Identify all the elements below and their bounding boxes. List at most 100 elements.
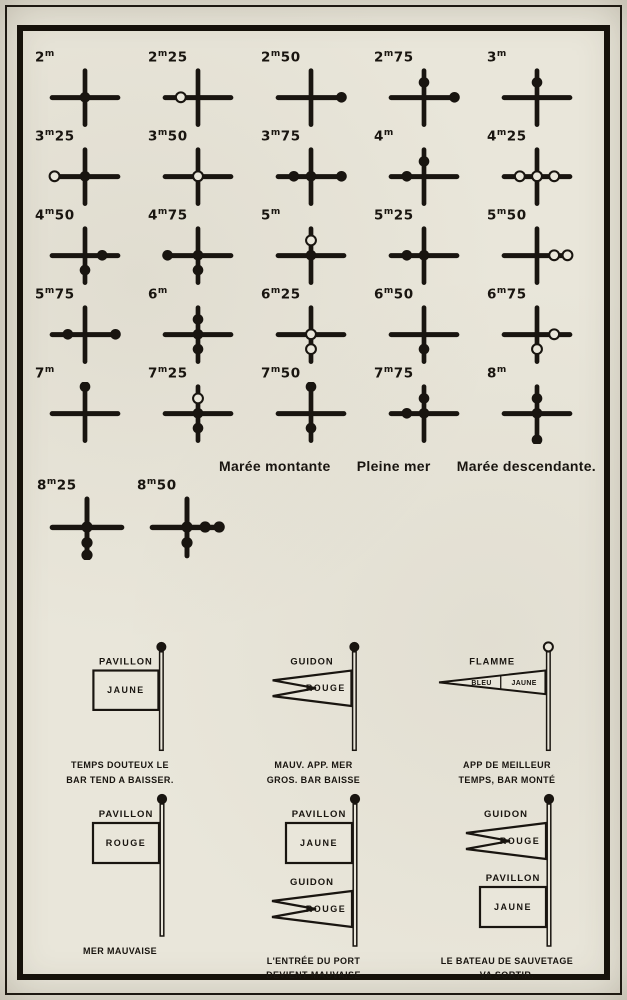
signal-kind-label: GUIDON [484,809,528,820]
tide-signal: 7m [33,365,129,444]
flag-color-label: ROUGE [500,836,541,846]
signal-caption: L'ENTRÉE DU PORT DEVIENT MAUVAISE [266,954,361,983]
tide-signal: 3m50 [146,128,242,207]
tide-height-label: 4m50 [35,207,75,224]
tide-signal-cross [388,146,460,206]
tide-height-label: 8m50 [137,477,177,494]
tide-height-label: 5m75 [35,286,75,303]
tide-height-label: 6m [148,286,168,303]
tide-signal-cross [275,304,347,364]
tide-height-label: 6m25 [261,286,301,303]
tide-signal: 2m [33,49,129,128]
tide-signal-cross [501,383,573,444]
caption-line: APP DE MEILLEUR [463,760,551,771]
tide-state-caption: Marée descendante. [456,458,596,474]
flag-color-label: JAUNE [300,838,338,848]
tide-height-label: 6m50 [374,286,414,303]
tide-signal-cross [162,225,234,285]
tide-signal-cross [275,225,347,285]
tide-signal: 3m [485,49,581,128]
bottom-signal-row: 8m25 8m50 Marée montante Pleine mer Marée d… [35,449,596,641]
tide-signal: 3m75 [259,128,355,207]
tide-state-figure: Pleine mer [357,455,431,641]
caption-line: TEMPS DOUTEUX LE [71,760,169,771]
tide-signal-cross [162,146,234,206]
tide-height-label: 3m25 [35,128,75,145]
signal-kind-label: GUIDON [290,877,334,888]
signal-hoist: PAVILLON ROUGE [91,793,168,937]
plate-outer-border [5,5,622,995]
signal-hoist: PAVILLON JAUNE [92,641,167,752]
tide-signal: 8m25 [35,477,125,641]
signal-kind-label: PAVILLON [99,809,154,820]
signal-hoist: GUIDON ROUGE PAVILLON JAUNE [465,793,555,947]
tide-signal-cross [49,304,121,364]
caption-line: MER MAUVAISE [82,946,158,956]
flag-color-label: ROUGE [106,838,147,848]
caption-line: VA SORTIR. [479,970,535,981]
flag-color-label: JAUNE [494,902,532,912]
tide-signal: 4m [372,128,468,207]
tide-height-label: 7m75 [374,365,414,382]
tide-signal: 6m50 [372,286,468,365]
caption-line: GROS. BAR BAISSE [266,774,361,785]
tide-height-label: 8m [487,365,507,382]
tide-signal: 5m [259,207,355,286]
flag-color-label: ROUGE [306,683,346,693]
tide-signal: 8m [485,365,581,444]
tide-signal: 4m25 [485,128,581,207]
tide-height-label: 2m50 [261,49,301,66]
tide-signal: 3m25 [33,128,129,207]
tide-height-label: 3m [487,49,507,66]
signal-kind-label: FLAMME [469,657,515,667]
tide-signal-cross [501,146,573,206]
caption-line: MAUV. APP. MER [274,760,353,771]
tide-signal: 8m50 [135,477,225,641]
caption-line: L'ENTRÉE DU PORT [266,956,361,966]
signal-kind-label: PAVILLON [486,873,541,884]
tide-height-label: 4m [374,128,394,145]
tide-signal: 4m75 [146,207,242,286]
tide-signal-cross [388,67,460,127]
tide-signal: 6m25 [259,286,355,365]
extra-signals: 8m25 8m50 [35,449,225,641]
tide-signal-cross [501,304,573,364]
tide-signal: 5m75 [33,286,129,365]
tide-height-label: 3m50 [148,128,188,145]
tide-signal: 6m [146,286,242,365]
tide-signal: 5m50 [485,207,581,286]
weather-signal: GUIDON ROUGE PAVILLON JAUNE LE BATEAU DE SAU… [415,787,599,983]
tide-signal-cross [49,225,121,285]
caption-line: DEVIENT MAUVAISE [266,970,361,981]
tide-height-label: 2m75 [374,49,414,66]
tide-signal-cross [49,495,125,560]
tide-height-label: 7m25 [148,365,188,382]
tide-signal-cross [162,67,234,127]
tide-height-label: 5m50 [487,207,527,224]
signal-kind-label: PAVILLON [99,657,153,667]
tide-height-label: 4m25 [487,128,527,145]
tide-signal-cross [162,304,234,364]
tide-state-figure: Marée montante [219,455,331,641]
flag-color-label: BLEU [471,680,491,687]
tide-height-label: 5m [261,207,281,224]
tide-signal: 7m50 [259,365,355,444]
tide-signal-cross [275,67,347,127]
tide-height-label: 7m50 [261,365,301,382]
tide-signal-cross [501,67,573,127]
tide-height-label: 7m [35,365,55,382]
tide-state-figure: Marée descendante. [457,455,596,641]
flag-color-label: JAUNE [107,685,144,695]
signal-caption: MAUV. APP. MER GROS. BAR BAISSE [267,758,360,787]
